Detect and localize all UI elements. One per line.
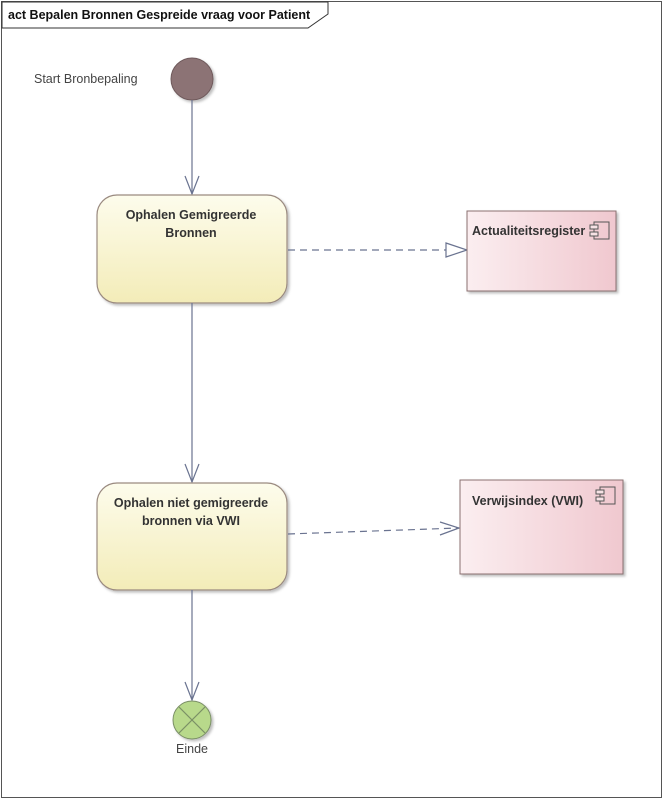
component-actualiteitsregister[interactable]: Actualiteitsregister — [466, 210, 617, 292]
component-label: Actualiteitsregister — [472, 224, 585, 238]
component-verwijsindex[interactable]: Verwijsindex (VWI) — [459, 479, 624, 575]
dependency-to-actualiteitsregister[interactable] — [288, 242, 469, 258]
flow-activity1-to-activity2[interactable] — [184, 303, 200, 484]
activity-ophalen-gemigreerde-bronnen[interactable]: Ophalen Gemigreerde Bronnen — [96, 194, 288, 304]
component-icon — [589, 221, 610, 240]
start-node[interactable] — [170, 57, 214, 101]
end-node-label: Einde — [176, 742, 208, 756]
activity-label-line2: bronnen via VWI — [142, 514, 240, 528]
flow-start-to-activity1[interactable] — [184, 100, 200, 196]
activity-ophalen-niet-gemigreerde-bronnen[interactable]: Ophalen niet gemigreerde bronnen via VWI — [96, 482, 288, 591]
dependency-to-verwijsindex[interactable] — [287, 521, 461, 536]
activity-label-line2: Bronnen — [165, 226, 216, 240]
activity-label-line1: Ophalen Gemigreerde — [126, 208, 257, 222]
flow-activity2-to-end[interactable] — [184, 590, 200, 702]
diagram-title: act Bepalen Bronnen Gespreide vraag voor… — [8, 8, 311, 22]
diagram-title-tab: act Bepalen Bronnen Gespreide vraag voor… — [1, 1, 329, 29]
end-node[interactable] — [172, 700, 212, 740]
component-icon — [595, 486, 616, 505]
component-label: Verwijsindex (VWI) — [472, 494, 583, 508]
start-node-label: Start Bronbepaling — [34, 72, 138, 86]
activity-label-line1: Ophalen niet gemigreerde — [114, 496, 268, 510]
